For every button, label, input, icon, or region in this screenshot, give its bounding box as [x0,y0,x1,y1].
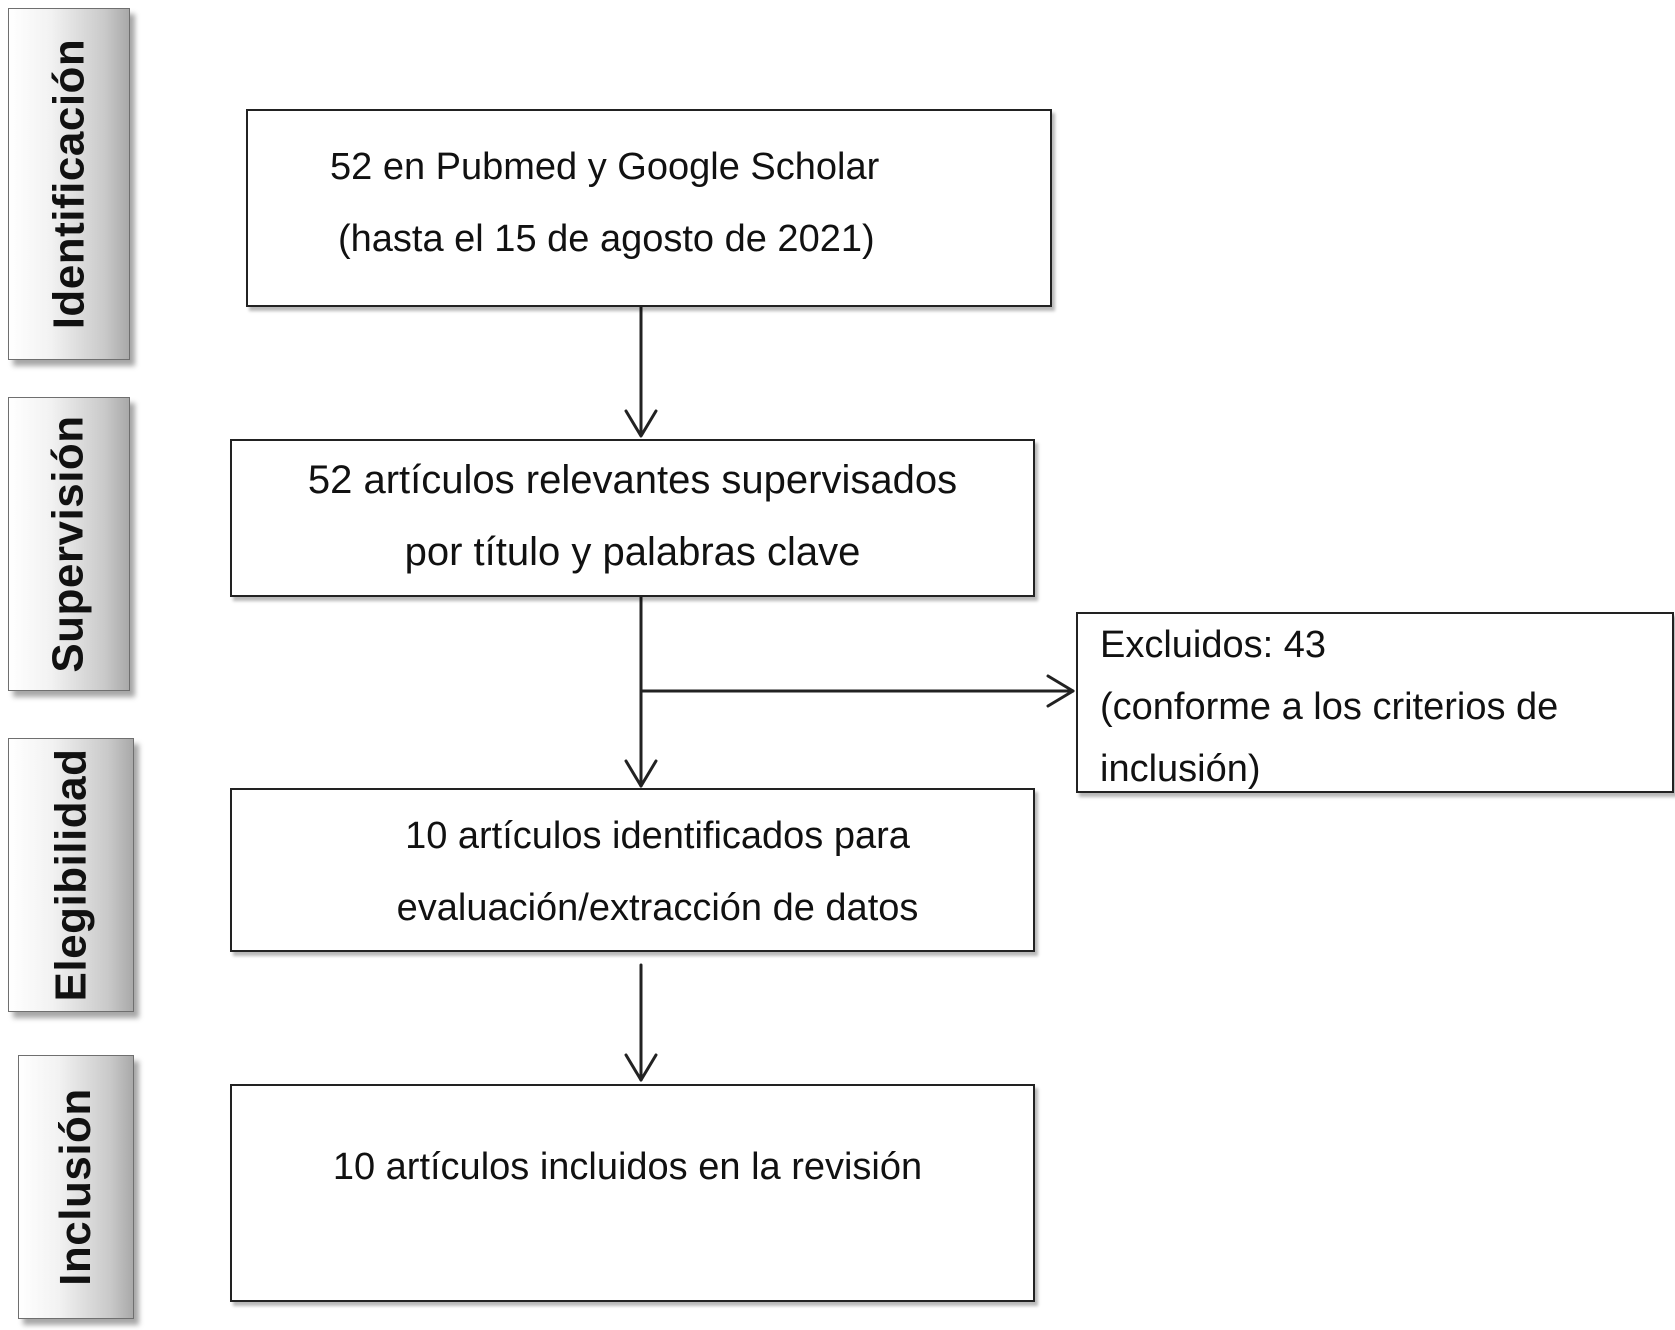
eligibility-line-2: evaluación/extracción de datos [396,887,919,929]
identification-line-2: (hasta el 15 de agosto de 2021) [338,218,875,260]
screening-line-2: por título y palabras clave [404,530,861,574]
included-line-1: 10 artículos incluidos en la revisión [332,1146,923,1188]
arrowhead-excluded [1046,674,1075,708]
arrowhead-included [624,1053,658,1082]
screening-line-1: 52 artículos relevantes supervisados [307,458,958,502]
excluded-line-3: inclusión) [1100,748,1261,790]
phase-inclusion: Inclusión [18,1055,134,1319]
included-box: 10 artículos incluidos en la revisión [230,1084,1035,1302]
eligibility-box: 10 artículos identificados para evaluaci… [230,788,1035,952]
phase-elegibilidad: Elegibilidad [8,738,134,1012]
excluded-box: Excluidos: 43 (conforme a los criterios … [1076,612,1674,793]
phase-supervision: Supervisión [8,397,130,691]
identification-box: 52 en Pubmed y Google Scholar (hasta el … [246,109,1052,307]
eligibility-line-1: 10 artículos identificados para [405,815,910,857]
phase-identificacion: Identificación [8,8,130,360]
identification-line-1: 52 en Pubmed y Google Scholar [330,146,880,188]
excluded-line-2: (conforme a los criterios de [1100,686,1559,728]
arrowhead-eligibility [624,759,658,788]
excluded-line-1: Excluidos: 43 [1100,624,1327,666]
screening-box: 52 artículos relevantes supervisados por… [230,439,1035,597]
arrowhead-screening [624,409,658,438]
